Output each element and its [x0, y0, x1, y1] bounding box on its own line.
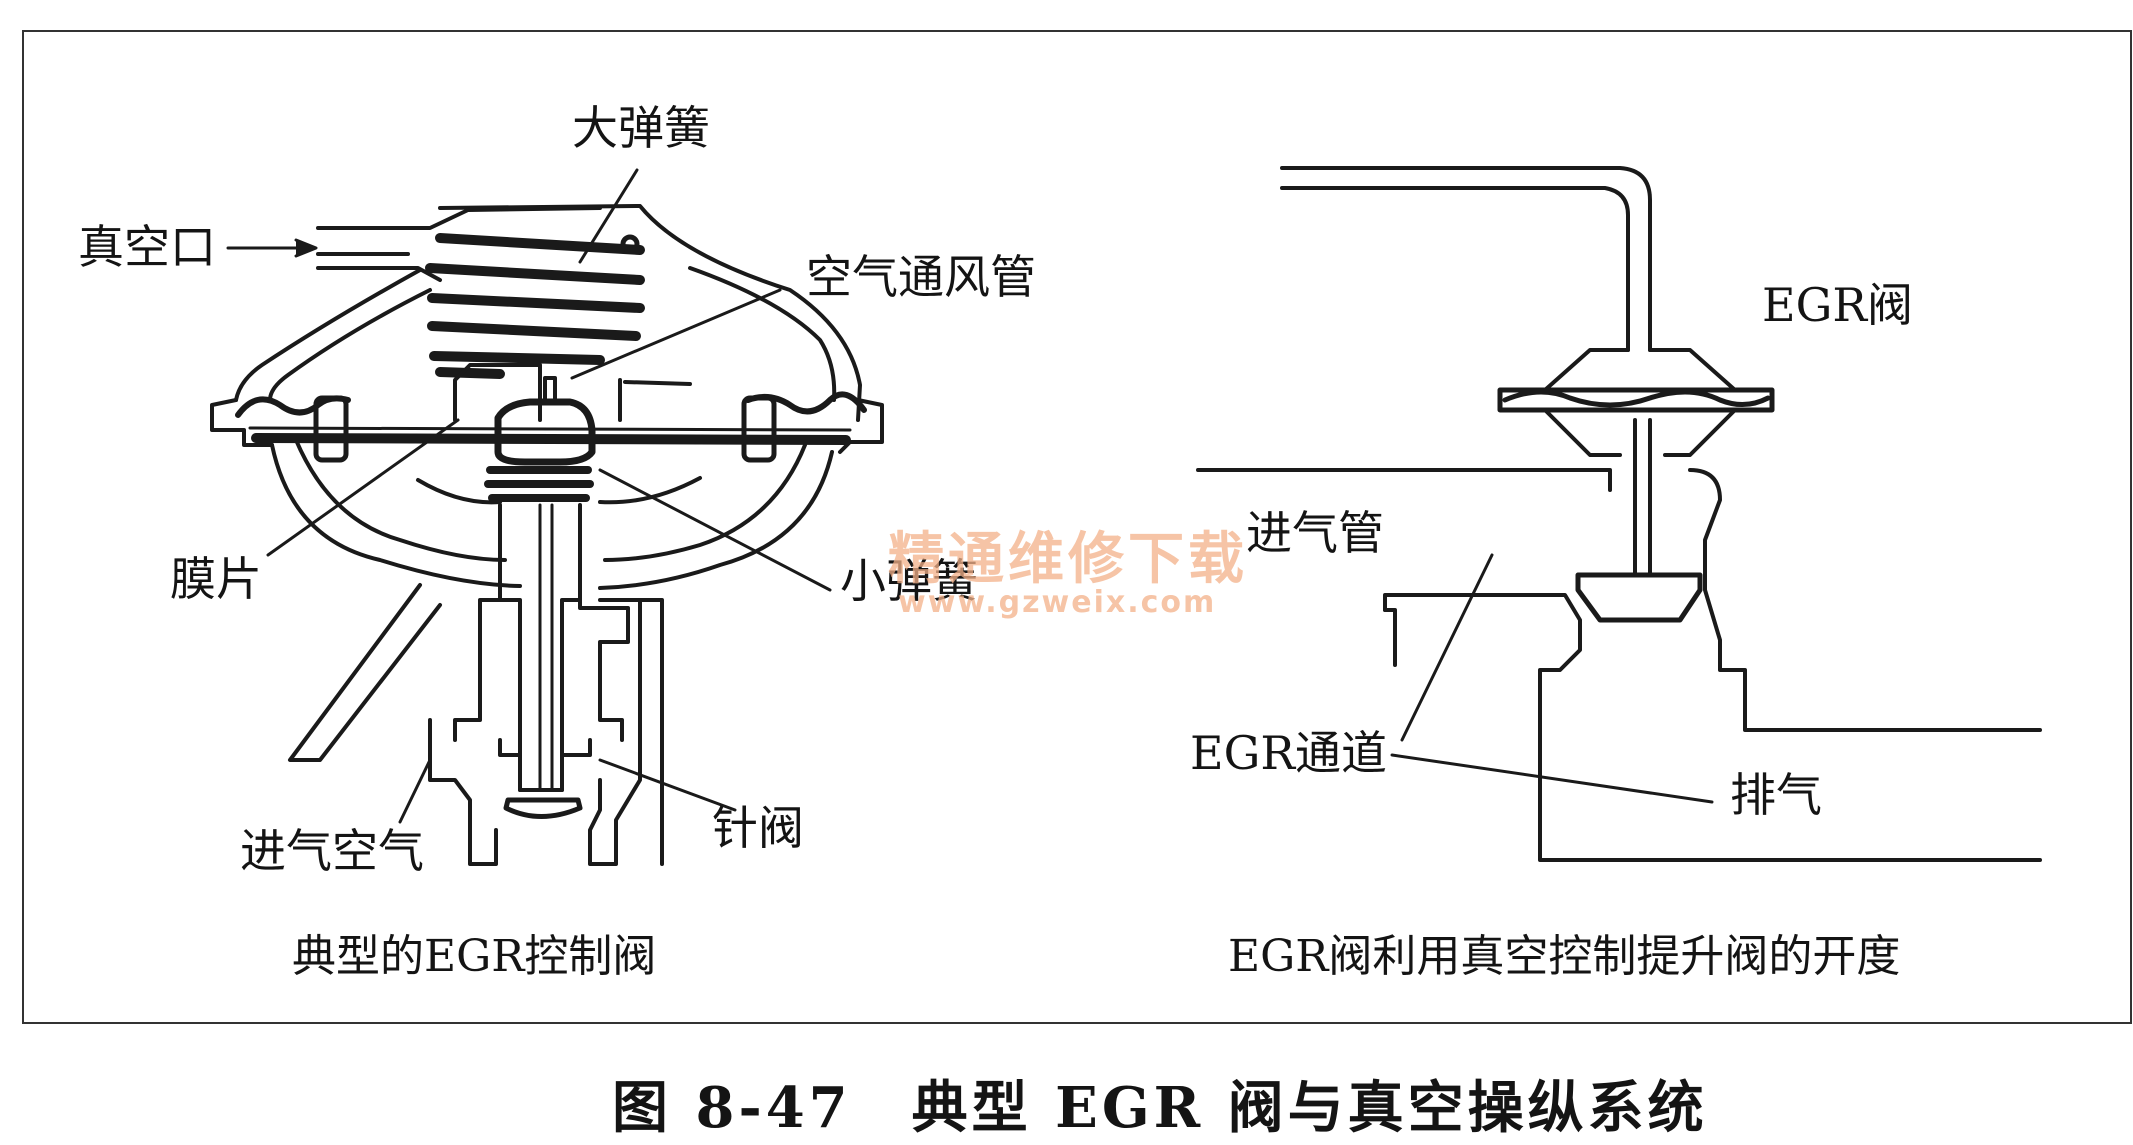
right-leader-lines: [1390, 553, 1714, 804]
watermark-name: 精通维修下载: [888, 527, 1248, 592]
label-needle-valve: 针阀: [712, 801, 804, 855]
caption-left: 典型的EGR控制阀: [292, 931, 657, 982]
figure-title: 图 8-47 典型 EGR 阀与真空操纵系统: [612, 1075, 1708, 1141]
figure-frame: [22, 30, 2132, 1024]
label-big-spring: 大弹簧: [572, 101, 710, 155]
caption-right: EGR阀利用真空控制提升阀的开度: [1228, 931, 1901, 982]
label-diaphragm: 膜片: [170, 552, 262, 606]
label-intake-pipe: 进气管: [1246, 506, 1384, 560]
vacuum-port-arrow: [226, 238, 318, 258]
label-intake-air: 进气空气: [240, 824, 424, 878]
egr-control-valve-drawing: [210, 204, 884, 866]
egr-system-drawing: [1196, 166, 2042, 862]
label-small-spring: 小弹簧: [840, 554, 978, 608]
label-egr-valve: EGR阀: [1762, 278, 1913, 332]
label-vacuum-port: 真空口: [78, 220, 216, 274]
watermark-url: www.gzweix.com: [898, 585, 1217, 620]
left-leader-lines: [266, 168, 832, 824]
label-air-vent-tube: 空气通风管: [806, 250, 1036, 304]
label-exhaust: 排气: [1730, 768, 1822, 822]
label-egr-passage: EGR通道: [1190, 726, 1387, 780]
